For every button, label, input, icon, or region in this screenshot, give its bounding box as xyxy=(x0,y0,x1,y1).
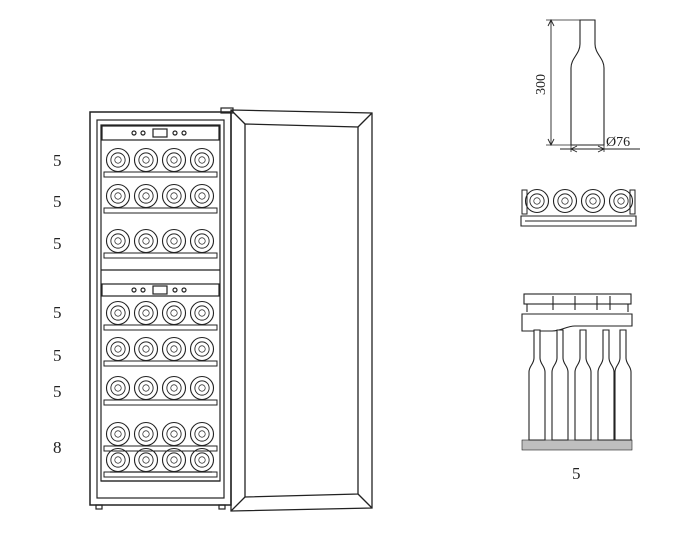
shelf-capacity-label-2: 5 xyxy=(53,192,62,211)
shelf-row-4 xyxy=(103,300,218,331)
lower-control-buttons xyxy=(131,285,187,295)
upper-control-buttons xyxy=(131,128,187,138)
bottle-end-6-2 xyxy=(133,375,159,401)
bottle-end-1-4 xyxy=(189,147,215,173)
bottle-end-6-3 xyxy=(161,375,187,401)
shelf-row-5 xyxy=(103,336,218,367)
bottle-end-4-2 xyxy=(133,300,159,326)
bottle-end-1-2 xyxy=(133,147,159,173)
bottle-end-7-4 xyxy=(189,421,215,447)
shelf-detail-bottle-3 xyxy=(580,188,606,214)
side-view-count-label: 5 xyxy=(572,464,581,483)
cabinet-foot-left xyxy=(95,504,103,510)
bottle-end-1-3 xyxy=(161,147,187,173)
bottle-end-5-4 xyxy=(189,336,215,362)
bottle-end-7-1 xyxy=(105,421,131,447)
shelf-side-view xyxy=(521,293,633,451)
shelf-detail-left-end xyxy=(521,189,528,215)
shelf-capacity-label-7: 8 xyxy=(53,438,62,457)
bottle-end-7-2 xyxy=(133,421,159,447)
bottle-end-4-3 xyxy=(161,300,187,326)
bottle-end-8-2 xyxy=(133,447,159,473)
shelf-rail-1 xyxy=(103,171,218,178)
cabinet-inner-frame xyxy=(96,119,225,499)
shelf-rail-3 xyxy=(103,252,218,259)
bottle-end-2-2 xyxy=(133,183,159,209)
cabinet-interior xyxy=(100,124,221,482)
shelf-capacity-label-4: 5 xyxy=(53,303,62,322)
shelf-detail-view xyxy=(520,188,637,227)
shelf-rail-6 xyxy=(103,399,218,406)
bottle-end-2-4 xyxy=(189,183,215,209)
shelf-row-3 xyxy=(103,228,218,259)
lower-temperature-display xyxy=(152,285,168,295)
upper-control-panel xyxy=(101,125,220,141)
wine-shelves xyxy=(103,147,218,478)
shelf-rail-5 xyxy=(103,360,218,367)
shelf-capacity-labels: 5 5 5 5 5 5 8 xyxy=(53,151,62,457)
upright-bottle-4 xyxy=(597,329,615,441)
lower-control-panel xyxy=(101,283,220,297)
upright-bottle-3 xyxy=(574,329,592,441)
shelf-rail-8 xyxy=(103,471,218,478)
bottle-height-label: 300 xyxy=(534,74,549,95)
bottle-outline xyxy=(570,19,605,146)
bottle-diameter-label: Ø76 xyxy=(606,135,630,150)
shelf-row-6 xyxy=(103,375,218,406)
open-glass-door xyxy=(230,109,373,512)
shelf-detail-bottle-2 xyxy=(552,188,578,214)
cabinet-foot-right xyxy=(218,504,226,510)
bottle-end-7-3 xyxy=(161,421,187,447)
bottle-end-3-3 xyxy=(161,228,187,254)
bottle-end-3-4 xyxy=(189,228,215,254)
bottle-end-8-1 xyxy=(105,447,131,473)
shelf-rail-2 xyxy=(103,207,218,214)
side-view-upright-bottles xyxy=(528,329,632,441)
door-outer-frame xyxy=(230,109,373,512)
shelf-capacity-label-3: 5 xyxy=(53,234,62,253)
bottle-dimension-drawing xyxy=(546,18,640,153)
upright-bottle-1 xyxy=(528,329,546,441)
shelf-row-7 xyxy=(103,421,218,452)
bottle-end-8-4 xyxy=(189,447,215,473)
upper-temperature-display xyxy=(152,128,168,138)
bottle-end-1-1 xyxy=(105,147,131,173)
side-view-top-frame xyxy=(523,293,632,305)
door-glass-panel xyxy=(244,123,359,498)
shelf-capacity-label-6: 5 xyxy=(53,382,62,401)
bottle-end-3-1 xyxy=(105,228,131,254)
shelf-detail-rail xyxy=(520,215,637,227)
bottle-end-5-1 xyxy=(105,336,131,362)
bottle-end-8-3 xyxy=(161,447,187,473)
shelf-capacity-label-1: 5 xyxy=(53,151,62,170)
upright-bottle-5 xyxy=(614,329,632,441)
shelf-detail-bottle-1 xyxy=(524,188,550,214)
shelf-row-1 xyxy=(103,147,218,178)
shelf-row-2 xyxy=(103,183,218,214)
bottle-end-4-4 xyxy=(189,300,215,326)
bottle-end-5-3 xyxy=(161,336,187,362)
bottle-end-2-1 xyxy=(105,183,131,209)
shelf-rail-4 xyxy=(103,324,218,331)
upright-bottle-2 xyxy=(551,329,569,441)
shelf-rail-7 xyxy=(103,445,218,452)
shelf-row-8 xyxy=(103,447,218,478)
bottle-end-5-2 xyxy=(133,336,159,362)
bottle-end-4-1 xyxy=(105,300,131,326)
shelf-detail-bottle-4 xyxy=(608,188,634,214)
cabinet-front-view xyxy=(89,107,234,510)
side-view-lying-bottle xyxy=(521,313,633,332)
bottle-end-6-4 xyxy=(189,375,215,401)
shelf-detail-right-end xyxy=(629,189,636,215)
bottle-end-6-1 xyxy=(105,375,131,401)
bottle-end-2-3 xyxy=(161,183,187,209)
bottle-end-3-2 xyxy=(133,228,159,254)
shelf-capacity-label-5: 5 xyxy=(53,346,62,365)
side-view-base-tray xyxy=(521,439,633,451)
